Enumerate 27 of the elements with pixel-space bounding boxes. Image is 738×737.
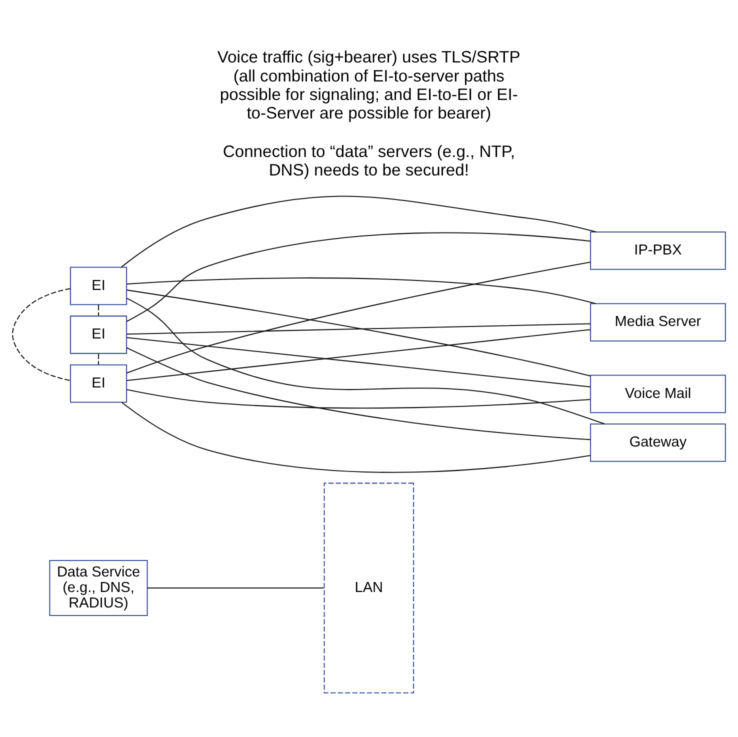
connector: [126, 289, 591, 376]
node-box: LAN: [324, 482, 414, 693]
connector: [126, 346, 590, 440]
connector: [126, 297, 605, 424]
label: Voice traffic (sig+bearer) uses TLS/SRTP (all combination of EI-to-server paths possible for signaling; and EI-to-EI or EI-to-Server are possible for bearer): [217, 47, 520, 122]
node-box: IP-PBX: [590, 230, 726, 270]
connector: [121, 195, 596, 268]
connector: [126, 232, 590, 322]
connector: [148, 587, 324, 588]
connector: [126, 322, 590, 334]
node-box: Gateway: [590, 423, 726, 462]
connector: [98, 304, 100, 316]
connector: [12, 288, 70, 381]
node-box: Media Server: [590, 302, 726, 341]
connector: [98, 353, 100, 364]
connector: [121, 401, 590, 472]
connector: [126, 261, 591, 374]
connector: [126, 336, 590, 387]
label: Connection to “data” servers (e.g., NTP, DNS) needs to be secured!: [222, 142, 515, 180]
connector: [126, 328, 590, 381]
connector: [126, 276, 596, 304]
node-box: Data Service (e.g., DNS, RADIUS): [49, 559, 148, 616]
node-box: EI: [70, 266, 128, 305]
node-box: EI: [70, 315, 128, 354]
node-box: Voice Mail: [590, 374, 726, 413]
connector: [126, 388, 590, 408]
node-box: EI: [70, 364, 128, 402]
